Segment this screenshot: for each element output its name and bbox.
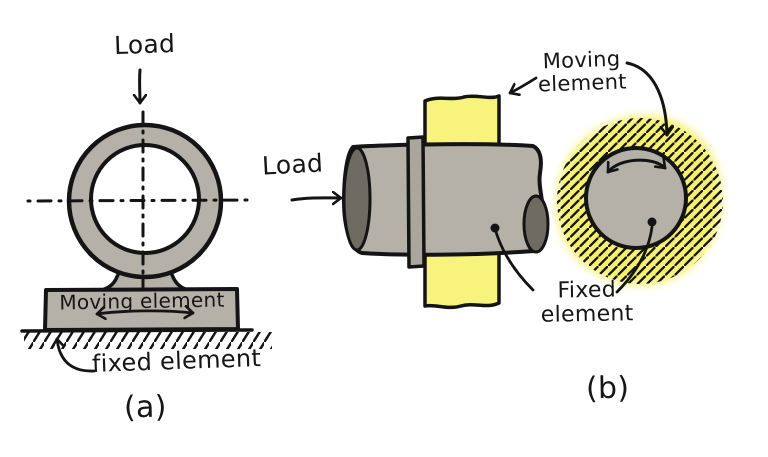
- shaft-reference-dot: [490, 223, 500, 233]
- panel-b-drawing: [290, 61, 723, 310]
- rotation-double-arrow-icon: [606, 160, 667, 174]
- shaft-left-end-cap: [342, 146, 372, 252]
- panel-b-fixed-element-label: Fixed element: [540, 277, 634, 328]
- horizontal-centerline: [26, 198, 256, 203]
- slide-double-arrow-icon: [95, 311, 195, 314]
- collar-shape: [406, 135, 426, 269]
- moving-element-curved-arrow-icon: [625, 61, 667, 137]
- cross-section-reference-dot: [647, 217, 657, 227]
- cross-section-hatching: [557, 118, 723, 284]
- ground-line: [20, 328, 254, 333]
- moving-element-arrow-icon: [508, 76, 538, 93]
- panel-b-moving-element-label: Moving element: [537, 46, 628, 97]
- panel-a-moving-element-label: Moving element: [59, 287, 225, 315]
- panel-a-drawing: [20, 68, 272, 373]
- fixed-element-leader-arrow-icon: [57, 337, 96, 373]
- fixed-leader-left: [494, 230, 535, 292]
- shaft-cross-section: [584, 146, 688, 250]
- load-right-arrow-icon: [290, 198, 343, 200]
- fixed-leader-right: [615, 225, 654, 294]
- shaft-shape: [342, 142, 545, 257]
- panel-b-caption: (b): [585, 370, 630, 407]
- panel-a-caption: (a): [123, 389, 167, 426]
- ground-hatching: [24, 332, 272, 349]
- shaft-right-end-cap: [522, 194, 550, 254]
- panel-a-load-label: Load: [113, 28, 176, 61]
- panel-b-load-label: Load: [261, 148, 324, 181]
